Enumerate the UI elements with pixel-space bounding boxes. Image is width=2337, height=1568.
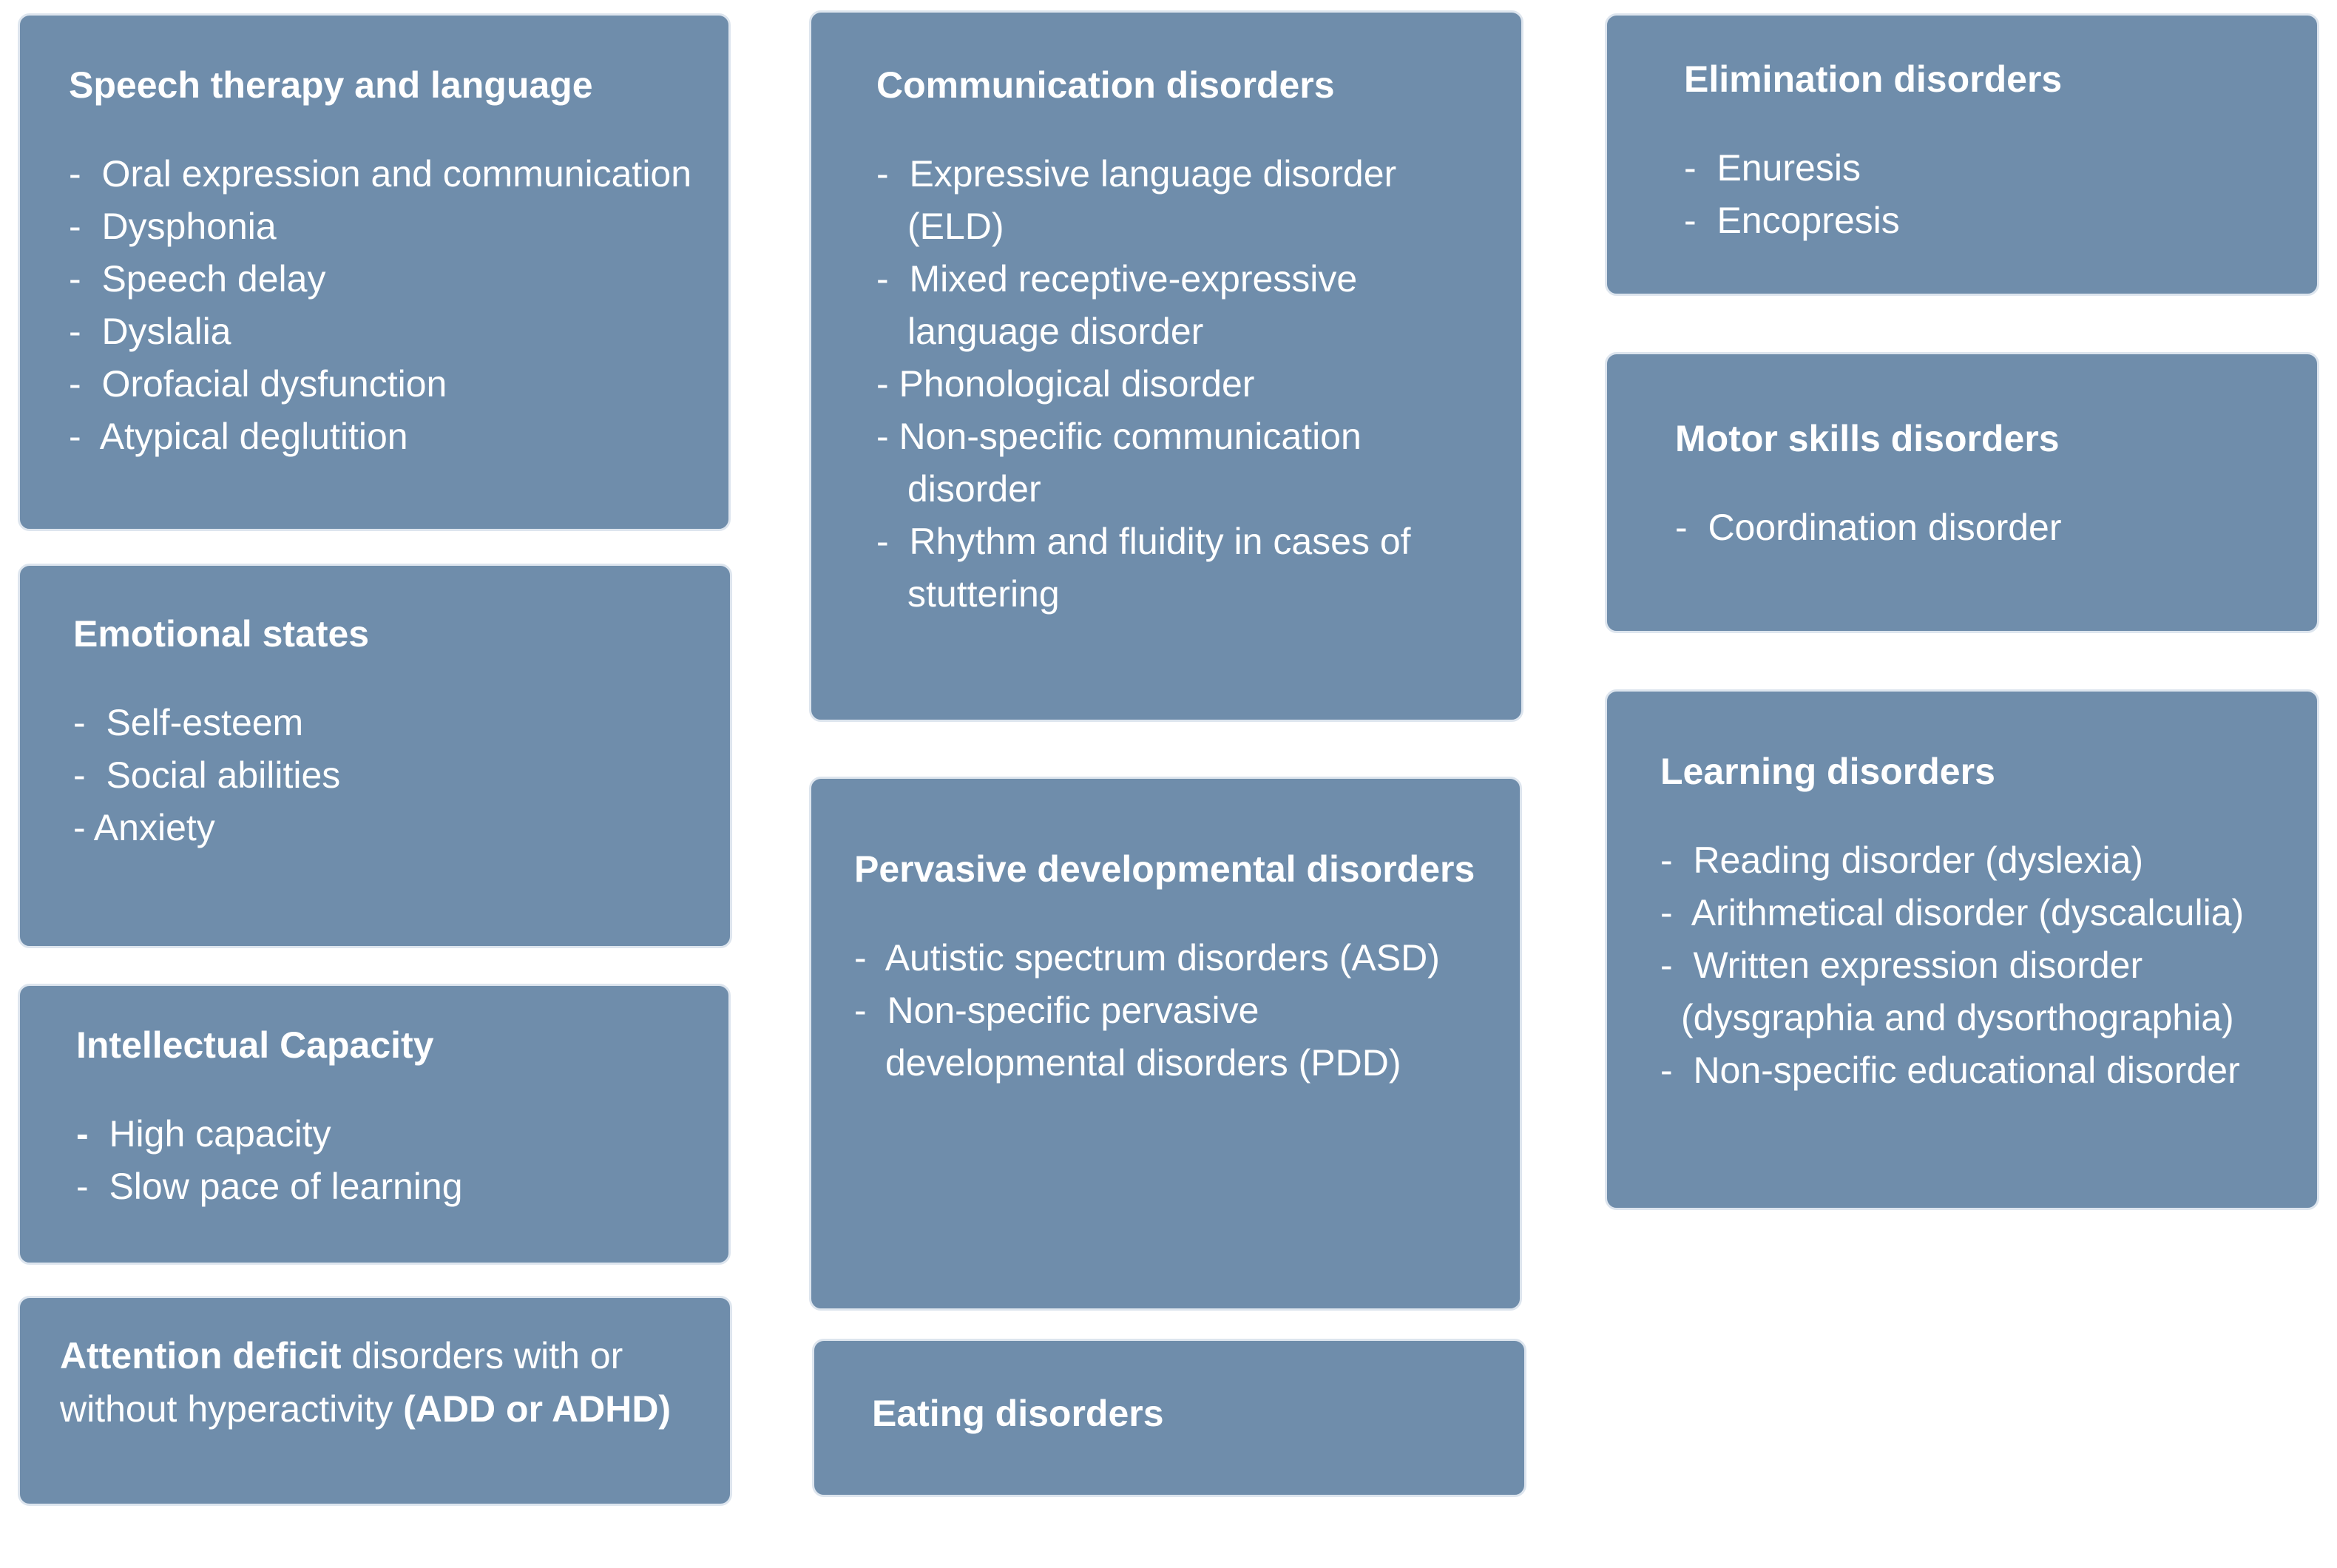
emotional-states-title: Emotional states <box>73 613 370 655</box>
eating-disorders-box: Eating disorders <box>812 1339 1526 1497</box>
list-item: - High capacity <box>76 1113 331 1155</box>
emotional-states-box: Emotional states - Self-esteem - Social … <box>18 564 732 948</box>
list-item: - Encopresis <box>1684 200 1900 241</box>
list-item: - Written expression disorder (dysgraphi… <box>1660 944 2234 1038</box>
list-item: - Oral expression and communication <box>69 153 692 195</box>
list-item: - Autistic spectrum disorders (ASD) <box>854 937 1440 979</box>
learning-disorders-box: Learning disorders - Reading disorder (d… <box>1605 689 2319 1210</box>
list-item: - Speech delay <box>69 258 326 300</box>
list-item: - Non-specific communication disorder <box>876 416 1362 510</box>
list-item: - Phonological disorder <box>876 363 1255 405</box>
attention-deficit-bold: Attention deficit <box>60 1335 342 1376</box>
list-item: - Dysphonia <box>69 206 277 247</box>
list-item: - Anxiety <box>73 807 215 848</box>
speech-therapy-box: Speech therapy and language - Oral expre… <box>18 13 731 531</box>
list-item: - Atypical deglutition <box>69 416 408 457</box>
pervasive-developmental-title: Pervasive developmental disorders <box>854 848 1475 890</box>
intellectual-capacity-title: Intellectual Capacity <box>76 1024 434 1066</box>
list-item: - Orofacial dysfunction <box>69 363 447 405</box>
list-item: - Non-specific pervasive developmental d… <box>854 990 1401 1084</box>
attention-deficit-box: Attention deficit disorders with or with… <box>18 1296 732 1506</box>
motor-skills-box: Motor skills disorders - Coordination di… <box>1605 352 2319 633</box>
communication-disorders-title: Communication disorders <box>876 64 1335 106</box>
list-item: - Arithmetical disorder (dyscalculia) <box>1660 892 2245 933</box>
intellectual-capacity-box: Intellectual Capacity - High capacity - … <box>18 984 731 1265</box>
list-item: - Dyslalia <box>69 311 231 352</box>
attention-deficit-text: Attention deficit disorders with or with… <box>60 1329 711 1436</box>
elimination-disorders-title: Elimination disorders <box>1684 58 2063 100</box>
eating-disorders-title: Eating disorders <box>872 1393 1164 1434</box>
list-item: - Enuresis <box>1684 147 1861 189</box>
elimination-disorders-box: Elimination disorders - Enuresis - Encop… <box>1605 13 2319 296</box>
list-item: - Social abilities <box>73 754 341 796</box>
pervasive-developmental-box: Pervasive developmental disorders - Auti… <box>809 777 1522 1311</box>
communication-disorders-box: Communication disorders - Expressive lan… <box>809 10 1523 722</box>
attention-deficit-desc: disorders with or without hyperactivity <box>60 1335 623 1430</box>
list-item: - Slow pace of learning <box>76 1166 463 1207</box>
list-item: - Mixed receptive-expressive language di… <box>876 258 1358 352</box>
list-item: - Rhythm and fluidity in cases of stutte… <box>876 521 1411 615</box>
add-adhd-bold: (ADD or ADHD) <box>403 1388 672 1430</box>
learning-disorders-title: Learning disorders <box>1660 751 1995 792</box>
list-item: - Self-esteem <box>73 702 304 743</box>
list-item: - Reading disorder (dyslexia) <box>1660 839 2144 881</box>
list-item: - Expressive language disorder (ELD) <box>876 153 1397 247</box>
list-item: - Coordination disorder <box>1675 507 2062 548</box>
speech-therapy-title: Speech therapy and language <box>69 64 593 106</box>
list-item: - Non-specific educational disorder <box>1660 1050 2240 1091</box>
motor-skills-title: Motor skills disorders <box>1675 418 2060 459</box>
